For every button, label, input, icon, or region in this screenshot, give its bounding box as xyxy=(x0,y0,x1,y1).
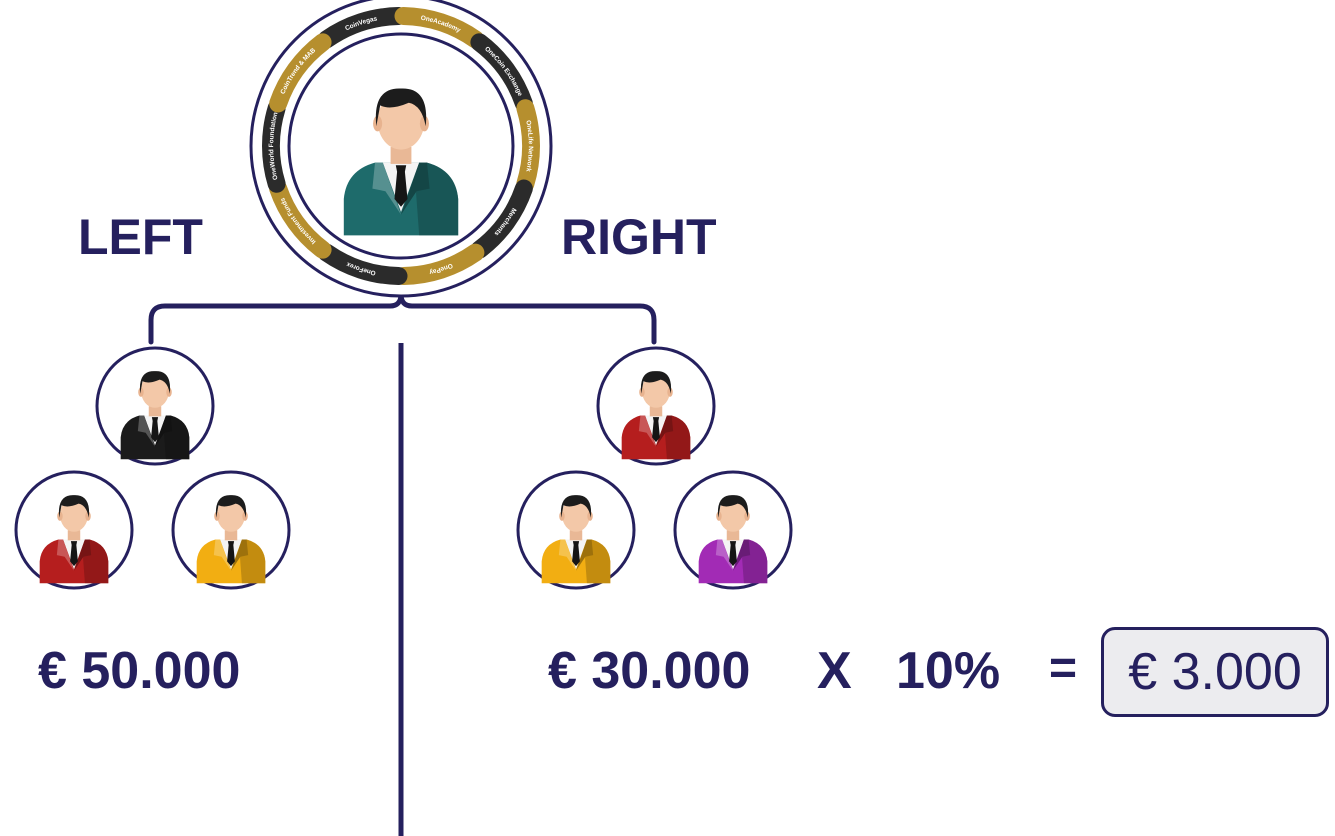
multiply-sign: X xyxy=(817,642,852,700)
member-node-left-2b xyxy=(171,470,291,590)
branch-brace xyxy=(148,291,657,345)
hair-shape xyxy=(58,495,90,518)
avatar xyxy=(698,495,768,584)
left-volume: € 50.000 xyxy=(38,642,241,700)
hair-shape xyxy=(375,88,427,127)
hair-shape xyxy=(717,495,749,518)
member-node-left-1 xyxy=(95,346,215,466)
ring-segment xyxy=(317,243,408,285)
member-node-right-2a xyxy=(516,470,636,590)
hair-shape xyxy=(215,495,247,518)
ring-segment xyxy=(262,99,286,193)
equals-sign: = xyxy=(1049,642,1078,695)
avatar xyxy=(621,371,691,460)
avatar xyxy=(39,495,109,584)
member-node-right-1 xyxy=(596,346,716,466)
commission-rate: 10% xyxy=(896,642,1001,700)
ring-segment xyxy=(394,243,485,285)
left-heading: LEFT xyxy=(78,209,203,265)
ring-segment xyxy=(317,7,408,49)
right-volume: € 30.000 xyxy=(548,642,751,700)
avatar xyxy=(343,88,459,236)
right-heading: RIGHT xyxy=(561,209,717,265)
ring-segment xyxy=(470,33,533,113)
result-box: € 3.000 xyxy=(1101,627,1329,717)
hair-shape xyxy=(560,495,592,518)
avatar xyxy=(120,371,190,460)
hair-shape xyxy=(139,371,171,394)
ring-segment-label: OneLife Network xyxy=(524,120,534,173)
ring-segment-label: OneWorld Foundation xyxy=(268,111,279,180)
result-value: € 3.000 xyxy=(1128,643,1302,701)
avatar xyxy=(541,495,611,584)
ring-segment xyxy=(470,179,533,259)
avatar xyxy=(196,495,266,584)
member-node-left-2a xyxy=(14,470,134,590)
ring-segment xyxy=(516,99,540,193)
ring-segment xyxy=(269,179,332,259)
ring-segment xyxy=(394,7,485,49)
member-node-right-2b xyxy=(673,470,793,590)
hair-shape xyxy=(640,371,672,394)
ring-segment xyxy=(269,33,332,113)
